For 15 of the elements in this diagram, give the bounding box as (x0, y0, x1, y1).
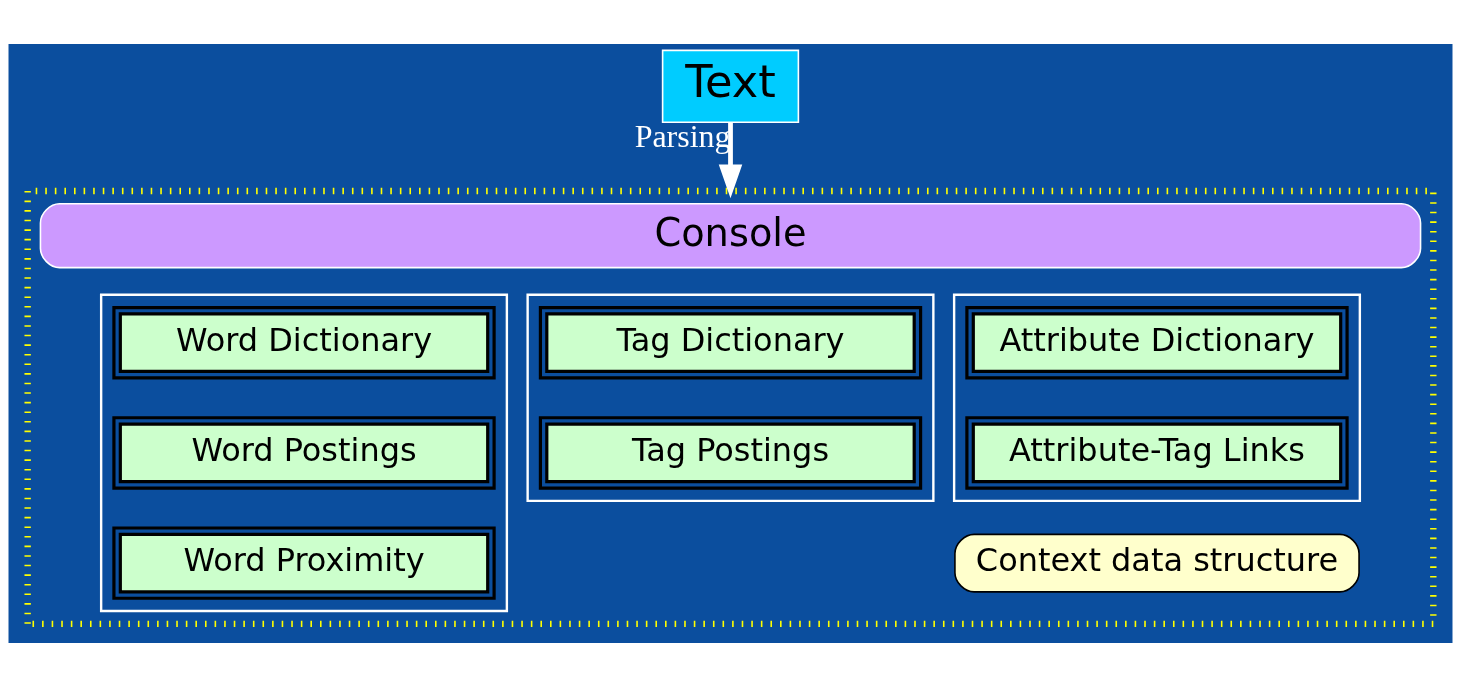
node-box: Text (661, 49, 800, 124)
node-box: Console (39, 202, 1422, 269)
node-box: Attribute Dictionary (965, 305, 1349, 380)
node-box: Word Dictionary (112, 305, 496, 380)
node-box: Word Proximity (112, 526, 496, 600)
node-box: Tag Dictionary (538, 305, 923, 380)
arrow (718, 122, 743, 199)
node-box: Word Postings (112, 416, 496, 490)
cluster (24, 187, 1437, 628)
cluster (99, 293, 509, 613)
node-box: Attribute-Tag Links (965, 416, 1349, 490)
node-box: Context data structure (954, 533, 1360, 593)
cluster (526, 293, 935, 503)
node-box: Tag Postings (538, 416, 923, 490)
cluster (952, 293, 1362, 503)
